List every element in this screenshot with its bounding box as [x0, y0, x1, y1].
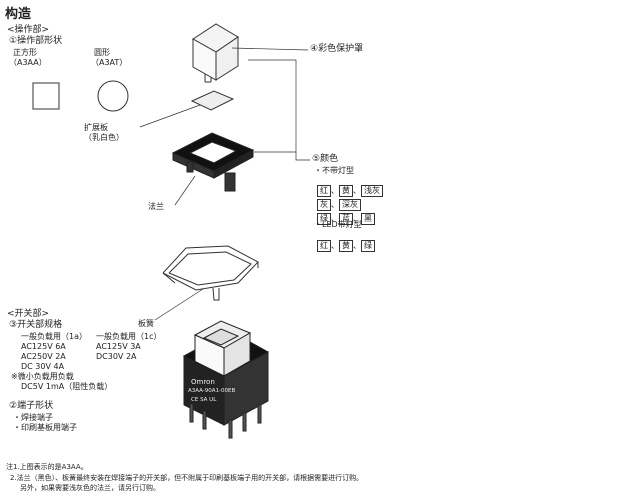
diffuser-color: （乳白色） [84, 133, 124, 142]
switch-brand: Omron [191, 378, 215, 386]
terminal-title: ②端子形状 [9, 401, 54, 411]
switch-marks: CE SA UL [191, 397, 217, 403]
unlit-colors-row-1: 红、黄、浅灰 [317, 178, 383, 197]
switch-model: A3AA-90A1-00EB [188, 388, 236, 394]
diffuser-label: 扩展板 [84, 123, 108, 132]
spring-label: 板簧 [138, 319, 154, 328]
micro-load-title: ※微小负载用负载 [11, 372, 74, 381]
color-chip-black: 黑 [361, 213, 375, 225]
spec-1a-line-1: AC125V 6A [21, 342, 66, 351]
micro-load-line: DC5V 1mA（阻性负载） [21, 382, 113, 391]
terminal-solder: ・焊接端子 [13, 413, 53, 422]
square-label: 正方形 [13, 48, 37, 57]
square-code: （A3AA） [9, 58, 47, 67]
spec-1c-line-1: AC125V 3A [96, 342, 141, 351]
terminal-pcb: ・印刷基板用端子 [13, 423, 77, 432]
color-chip-green: 绿 [317, 213, 331, 225]
spec-1c-title: 一般负载用（1c） [96, 332, 162, 341]
color-chip-yellow: 黄 [339, 185, 353, 197]
square-shape-icon [32, 82, 60, 110]
operating-shape-title: ①操作部形状 [9, 36, 63, 46]
cap-label: ④彩色保护罩 [310, 44, 364, 54]
diffuser-plate-illustration [190, 90, 235, 111]
color-chip-blue: 蓝 [339, 213, 353, 225]
flange-label: 法兰 [148, 202, 164, 211]
switch-spec-title: ③开关部规格 [9, 320, 63, 330]
round-label: 圆形 [94, 48, 110, 57]
unlit-colors-row-2: 灰、深灰 [317, 192, 361, 211]
color-cap-illustration [192, 23, 239, 83]
color-title: ⑤颜色 [312, 154, 339, 164]
note-1: 注1.上图表示的是A3AA。 [6, 463, 88, 471]
led-chip-yellow: 黄 [339, 240, 353, 252]
unlit-title: ・不带灯型 [314, 166, 354, 175]
led-colors-row: 红、黄、绿 [317, 233, 375, 252]
operating-section-title: <操作部> [7, 25, 50, 35]
color-chip-light-gray: 浅灰 [361, 185, 383, 197]
led-chip-green: 绿 [361, 240, 375, 252]
spec-1a-line-3: DC 30V 4A [21, 362, 65, 371]
spec-1c-line-2: DC30V 2A [96, 352, 137, 361]
led-chip-red: 红 [317, 240, 331, 252]
switch-unit-illustration [182, 320, 270, 439]
note-3: 另外，如果需要浅灰色的法兰，请另行订购。 [20, 484, 160, 492]
led-title: ・LED带灯型 [314, 220, 362, 229]
spec-1a-title: 一般负载用（1a） [21, 332, 87, 341]
color-chip-gray: 灰 [317, 199, 331, 211]
color-chip-dark-gray: 深灰 [339, 199, 361, 211]
color-chip-red: 红 [317, 185, 331, 197]
round-code: （A3AT） [91, 58, 128, 67]
switch-section-title: <开关部> [7, 309, 50, 319]
round-shape-icon [97, 80, 129, 112]
page-title: 构造 [5, 7, 32, 22]
spec-1a-line-2: AC250V 2A [21, 352, 66, 361]
unlit-colors-row-3: 绿、蓝、黑 [317, 206, 375, 225]
leaf-spring-illustration [162, 245, 259, 301]
flange-illustration [171, 132, 255, 192]
note-2: 2.法兰（黑色）、板簧最终安装在焊接端子的开关部，但不附属于印刷基板端子用的开关… [10, 474, 364, 482]
